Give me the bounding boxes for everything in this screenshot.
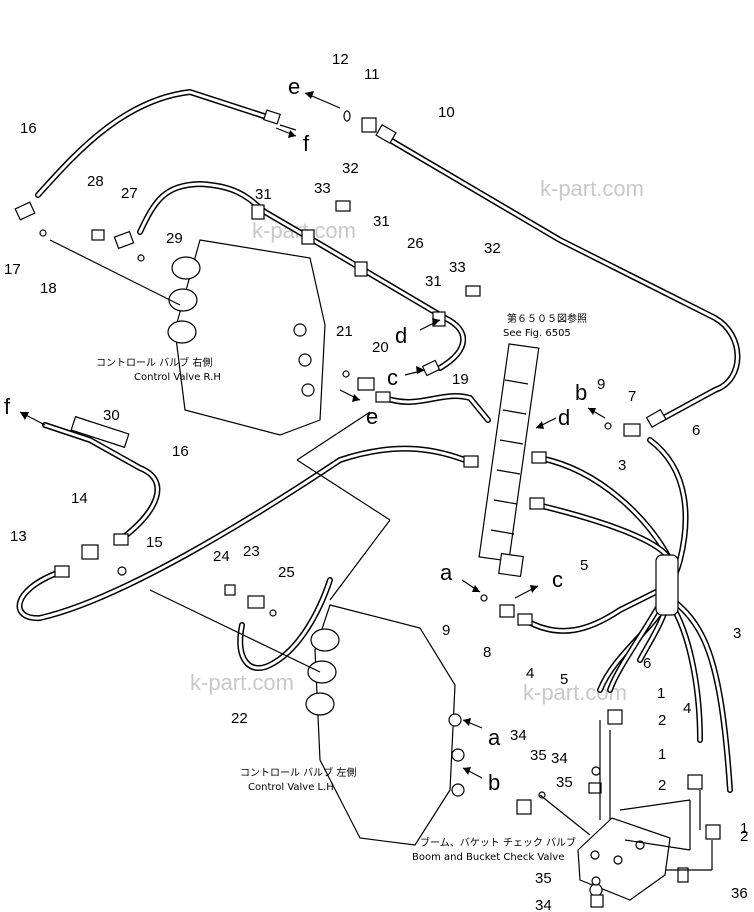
callout-29: 29 bbox=[166, 230, 183, 247]
hose-10 bbox=[375, 123, 741, 429]
caption-check-valve-en: Boom and Bucket Check Valve bbox=[412, 852, 564, 863]
callout-10: 10 bbox=[438, 104, 455, 121]
callout-9: 9 bbox=[597, 376, 605, 393]
callout-1: 1 bbox=[740, 820, 748, 837]
callout-35: 35 bbox=[535, 870, 552, 887]
flow-letter-f: f bbox=[4, 394, 11, 419]
hose-22 bbox=[237, 577, 333, 672]
distribution-block bbox=[478, 343, 540, 578]
callout-36: 36 bbox=[731, 885, 748, 902]
caption-fig-ref-en: See Fig. 6505 bbox=[503, 328, 571, 339]
callout-19: 19 bbox=[452, 371, 469, 388]
check-valve-block bbox=[577, 817, 689, 901]
flow-letter-d: d bbox=[558, 405, 570, 430]
hose-13-16 bbox=[16, 415, 479, 622]
caption-fig-ref-jp: 第６５０５図参照 bbox=[507, 312, 587, 325]
callout-34: 34 bbox=[551, 750, 568, 767]
caption-valve-lh-jp: コントロール バルブ 左側 bbox=[240, 766, 356, 779]
callout-2: 2 bbox=[740, 828, 748, 845]
callout-17: 17 bbox=[4, 261, 21, 278]
hose-16-top bbox=[35, 88, 297, 198]
callout-23: 23 bbox=[243, 543, 260, 560]
leader-lines bbox=[49, 239, 713, 871]
callout-31: 31 bbox=[373, 213, 390, 230]
callout-32: 32 bbox=[342, 160, 359, 177]
callout-11: 11 bbox=[364, 66, 380, 83]
callout-25: 25 bbox=[278, 564, 295, 581]
callout-21: 21 bbox=[336, 323, 353, 340]
flow-letter-c: c bbox=[387, 365, 398, 390]
callout-4: 4 bbox=[526, 665, 534, 682]
callout-26: 26 bbox=[407, 235, 424, 252]
callout-15: 15 bbox=[146, 534, 163, 551]
flow-letter-b: b bbox=[575, 380, 587, 405]
hose-bundle bbox=[517, 437, 733, 793]
callout-16: 16 bbox=[20, 120, 37, 137]
hose-26 bbox=[137, 180, 467, 377]
callout-2: 2 bbox=[658, 712, 666, 729]
flow-letter-a: a bbox=[488, 725, 501, 750]
callout-35: 35 bbox=[556, 774, 573, 791]
callout-24: 24 bbox=[213, 548, 230, 565]
callout-32: 32 bbox=[484, 240, 501, 257]
caption-valve-lh-en: Control Valve L.H bbox=[248, 782, 334, 793]
flow-letter-f: f bbox=[303, 131, 310, 156]
callout-31: 31 bbox=[255, 186, 272, 203]
callout-5: 5 bbox=[560, 671, 568, 688]
callout-5: 5 bbox=[580, 557, 588, 574]
fittings bbox=[14, 110, 721, 908]
callout-2: 2 bbox=[658, 777, 666, 794]
callout-30: 30 bbox=[103, 407, 120, 424]
control-valve-rh bbox=[167, 239, 326, 436]
flow-arrows bbox=[19, 91, 606, 779]
callout-3: 3 bbox=[618, 457, 626, 474]
flow-letter-b: b bbox=[488, 770, 500, 795]
flow-letter-e: e bbox=[366, 404, 378, 429]
watermark: k-part.com bbox=[540, 176, 644, 201]
callout-13: 13 bbox=[10, 528, 27, 545]
callout-7: 7 bbox=[628, 388, 636, 405]
callout-1: 1 bbox=[657, 685, 665, 702]
callout-34: 34 bbox=[535, 897, 552, 912]
callout-33: 33 bbox=[314, 180, 331, 197]
callout-18: 18 bbox=[40, 280, 57, 297]
flow-letter-d: d bbox=[395, 323, 407, 348]
callout-8: 8 bbox=[483, 644, 491, 661]
callout-16: 16 bbox=[172, 443, 189, 460]
caption-check-valve-jp: ブーム、バケット チェック バルブ bbox=[420, 836, 576, 849]
callout-27: 27 bbox=[121, 185, 138, 202]
hose-19 bbox=[375, 391, 491, 423]
watermark: k-part.com bbox=[190, 670, 294, 695]
callout-34: 34 bbox=[510, 727, 527, 744]
callout-9: 9 bbox=[442, 622, 450, 639]
callout-35: 35 bbox=[530, 747, 547, 764]
flow-letter-c: c bbox=[552, 567, 563, 592]
callout-22: 22 bbox=[231, 710, 248, 727]
callout-31: 31 bbox=[425, 273, 442, 290]
flow-letter-e: e bbox=[288, 74, 300, 99]
callout-28: 28 bbox=[87, 173, 104, 190]
callout-14: 14 bbox=[71, 490, 88, 507]
callout-33: 33 bbox=[449, 259, 466, 276]
callout-3: 3 bbox=[733, 625, 741, 642]
callout-6: 6 bbox=[692, 422, 700, 439]
caption-valve-rh-jp: コントロール バルブ 右側 bbox=[96, 356, 212, 369]
flow-letter-a: a bbox=[440, 560, 453, 585]
callout-1: 1 bbox=[658, 746, 666, 763]
callout-6: 6 bbox=[643, 655, 651, 672]
callout-4: 4 bbox=[683, 700, 691, 717]
control-valve-lh bbox=[305, 604, 465, 846]
callout-12: 12 bbox=[332, 51, 349, 68]
callout-20: 20 bbox=[372, 339, 389, 356]
caption-valve-rh-en: Control Valve R.H bbox=[134, 372, 221, 383]
